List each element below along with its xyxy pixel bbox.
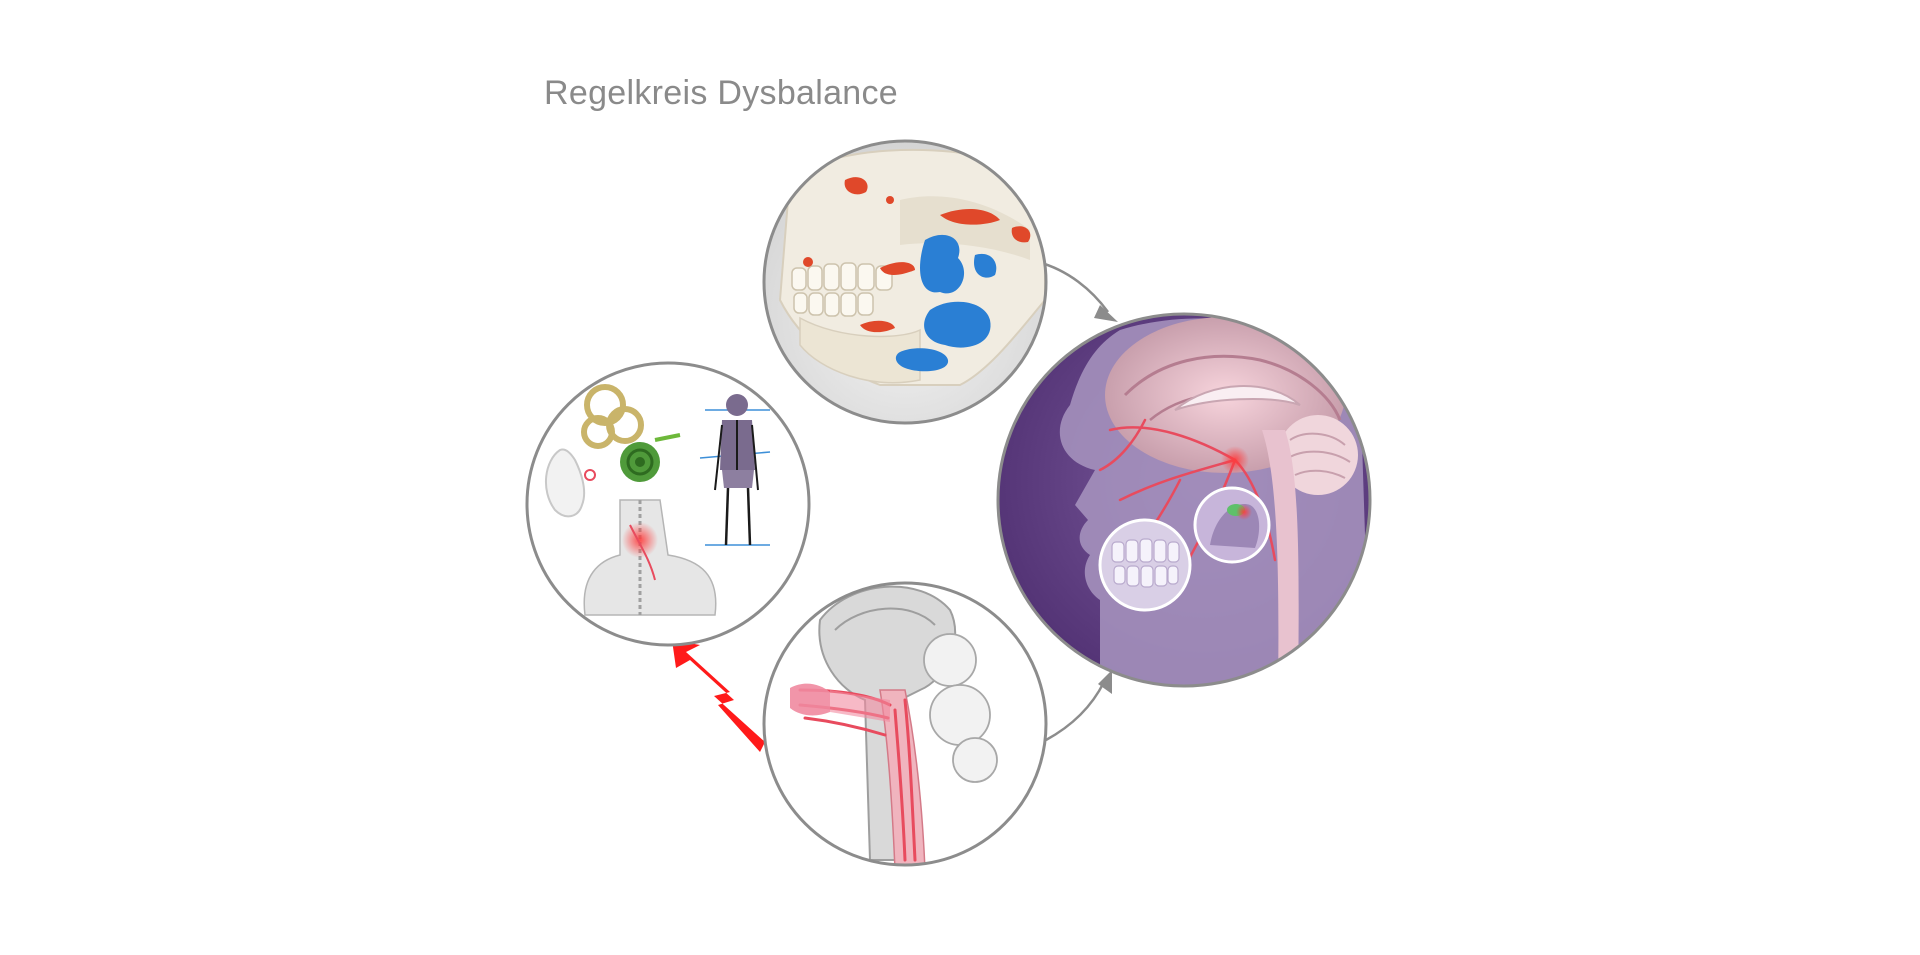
arrowhead-icon <box>1098 670 1112 694</box>
teeth-inset-icon <box>1098 518 1192 612</box>
jaw-joint-inset-icon <box>1193 486 1271 564</box>
connector-head-to-brainstem <box>1045 670 1112 742</box>
node-ring <box>996 312 1372 688</box>
node-skull-jaw-model <box>762 139 1048 425</box>
node-brainstem-nerves <box>762 581 1048 867</box>
posture-figure-icon <box>699 394 771 546</box>
muscle-attachment-blue-icon <box>895 234 997 372</box>
neck-shoulders-icon <box>583 499 717 616</box>
diagram-title: Regelkreis Dysbalance <box>544 74 899 112</box>
muscle-attachment-red-icon <box>803 177 1031 333</box>
arrowhead-icon <box>1094 305 1118 322</box>
node-ear-posture-neck <box>525 361 811 647</box>
node-ring <box>762 581 1048 867</box>
lightning-arrow-brainstem-to-posture <box>672 640 765 752</box>
no-sign-icon <box>584 469 596 481</box>
inner-ear-icon <box>581 384 681 482</box>
cerebellum-icon <box>923 633 998 783</box>
node-ring <box>525 361 811 647</box>
connector-skull-to-head <box>1037 260 1118 322</box>
teeth-icon <box>791 262 893 317</box>
lightning-arrow-icon <box>672 640 765 752</box>
ear-icon <box>544 448 586 518</box>
node-head-sagittal-section <box>996 312 1372 688</box>
cerebellum-icon <box>1278 415 1358 495</box>
node-ring <box>762 139 1048 425</box>
